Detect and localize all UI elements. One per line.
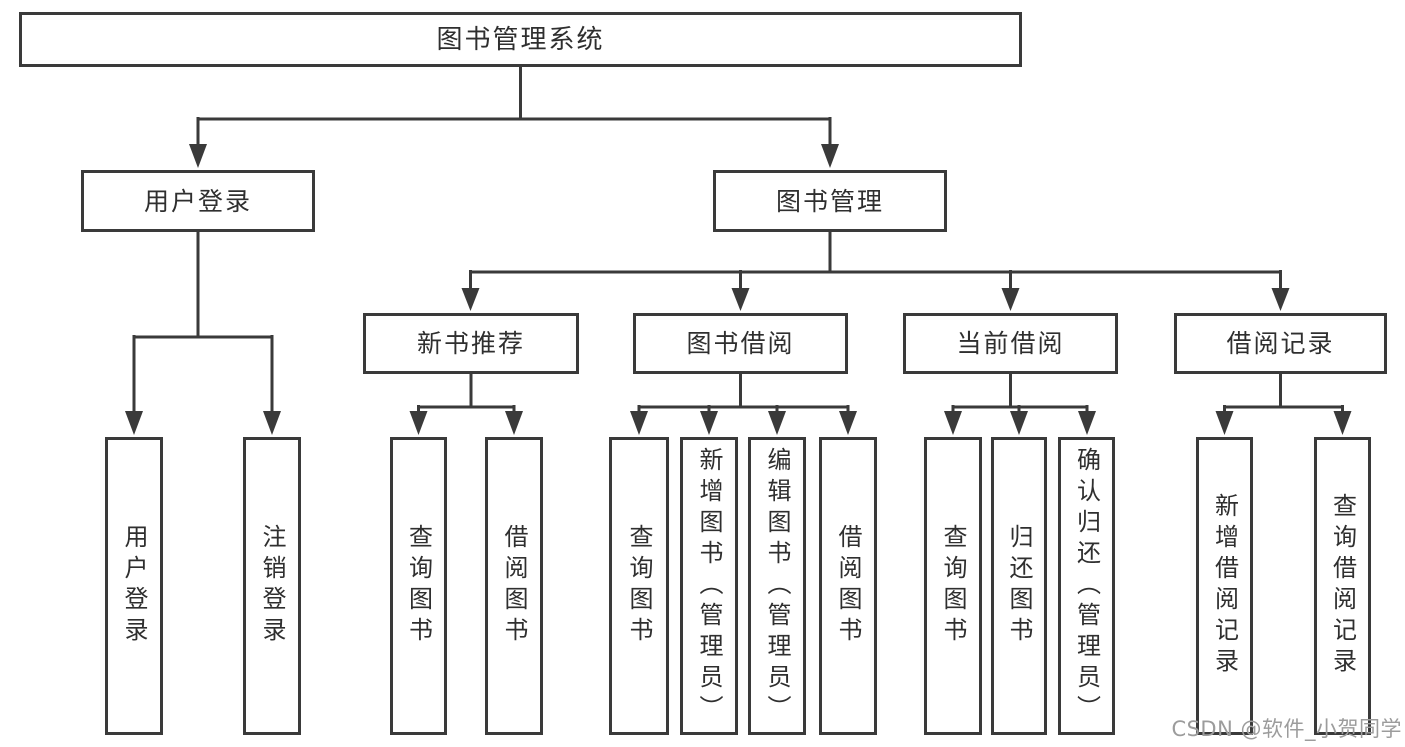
node-library-management-system: 图书管理系统 (19, 12, 1022, 67)
node-label: 用户登录 (143, 186, 252, 216)
node-label: 新增借阅记录 (1210, 493, 1239, 679)
leaf-query-books-borrow: 查询图书 (609, 437, 669, 735)
node-label: 归还图书 (1005, 524, 1033, 648)
leaf-edit-book-admin: 编辑图书（管理员） (748, 437, 806, 735)
leaf-query-books-recommend: 查询图书 (390, 437, 447, 735)
node-label: 注销登录 (258, 524, 286, 648)
node-label: 查询图书 (625, 524, 653, 648)
node-label: 图书管理 (775, 186, 884, 216)
node-label: 编辑图书（管理员） (763, 446, 791, 726)
arrowheads (125, 144, 1352, 435)
node-label: 新增图书（管理员） (695, 446, 723, 726)
leaf-user-login: 用户登录 (105, 437, 163, 735)
leaf-logout: 注销登录 (243, 437, 301, 735)
node-label: 用户登录 (120, 524, 148, 648)
leaf-return-book: 归还图书 (991, 437, 1047, 735)
leaf-borrow-books-recommend: 借阅图书 (485, 437, 543, 735)
node-label: 借阅图书 (500, 524, 528, 648)
leaf-add-borrow-record: 新增借阅记录 (1196, 437, 1253, 735)
leaf-query-borrow-record: 查询借阅记录 (1314, 437, 1371, 735)
csdn-watermark: CSDN @软件_小贺同学 (1171, 717, 1402, 741)
node-borrowing-records: 借阅记录 (1174, 313, 1387, 374)
node-label: 图书管理系统 (436, 24, 605, 55)
leaf-add-book-admin: 新增图书（管理员） (680, 437, 738, 735)
node-label: 借阅图书 (834, 524, 862, 648)
leaf-query-books-current: 查询图书 (924, 437, 982, 735)
node-label: 当前借阅 (956, 329, 1065, 358)
node-book-management: 图书管理 (713, 170, 947, 232)
node-user-login: 用户登录 (81, 170, 315, 232)
node-current-borrowing: 当前借阅 (903, 313, 1118, 374)
node-label: 新书推荐 (416, 329, 525, 358)
node-label: 查询图书 (404, 524, 433, 648)
node-new-book-recommendation: 新书推荐 (363, 313, 579, 374)
node-label: 确认归还（管理员） (1072, 446, 1101, 726)
node-label: 图书借阅 (686, 329, 795, 358)
node-label: 查询图书 (939, 524, 967, 648)
node-label: 借阅记录 (1226, 329, 1335, 358)
leaf-borrow-books-borrow: 借阅图书 (819, 437, 877, 735)
node-label: 查询借阅记录 (1328, 493, 1357, 679)
leaf-confirm-return-admin: 确认归还（管理员） (1058, 437, 1115, 735)
node-book-borrowing: 图书借阅 (633, 313, 848, 374)
